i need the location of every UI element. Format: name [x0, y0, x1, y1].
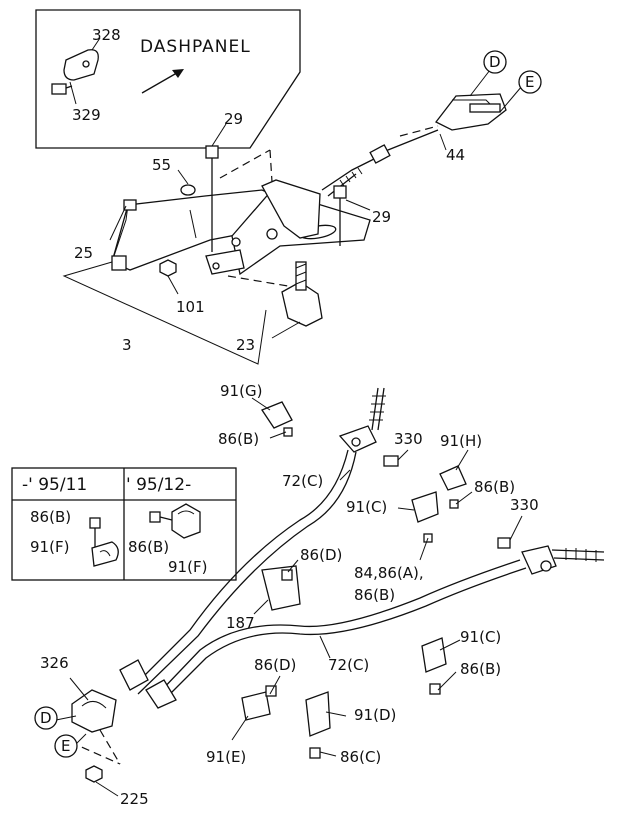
inset-header-late: ' 95/12- — [126, 475, 191, 495]
dashpanel-inset: DASHPANEL 328 329 — [35, 9, 301, 149]
inset-early-91f: 91(F) — [30, 538, 69, 556]
label-29-lower: 29 — [372, 208, 391, 226]
model-year-inset: -' 95/11 ' 95/12- 86(B) 91(F) 86(B) 91(F… — [11, 467, 237, 581]
label-86b-lower: 86(B) — [460, 660, 501, 678]
label-101: 101 — [176, 298, 205, 316]
label-91c-lower: 91(C) — [460, 628, 501, 646]
label-225: 225 — [120, 790, 149, 808]
label-86b-upper: 86(B) — [218, 430, 259, 448]
label-23: 23 — [236, 336, 255, 354]
label-91g: 91(G) — [220, 382, 262, 400]
label-55: 55 — [152, 156, 171, 174]
rear-cable-assembly: D E 91(G) 86(B) 330 91(H) 86(B) 330 72(C… — [34, 382, 605, 808]
dashpanel-title: DASHPANEL — [140, 37, 251, 57]
label-91h: 91(H) — [440, 432, 482, 450]
label-25: 25 — [74, 244, 93, 262]
label-3: 3 — [122, 336, 132, 354]
label-330-upper: 330 — [394, 430, 423, 448]
label-72c-upper: 72(C) — [282, 472, 323, 490]
inset-early-86b: 86(B) — [30, 508, 71, 526]
label-187: 187 — [226, 614, 255, 632]
label-72c-lower: 72(C) — [328, 656, 369, 674]
label-84-86a: 84,86(A), — [354, 564, 424, 582]
callout-D-bottom: D — [40, 709, 52, 727]
inset-late-91f: 91(F) — [168, 558, 207, 576]
label-86c: 86(C) — [340, 748, 381, 766]
label-86b-right: 86(B) — [474, 478, 515, 496]
inset-late-86b: 86(B) — [128, 538, 169, 556]
label-44: 44 — [446, 146, 465, 164]
label-86b-mid: 86(B) — [354, 586, 395, 604]
label-86d-upper: 86(D) — [300, 546, 342, 564]
callout-D-top: D — [489, 53, 501, 71]
label-91d: 91(D) — [354, 706, 396, 724]
lever-assembly: D E 29 55 25 44 29 101 3 23 — [62, 50, 542, 365]
callout-E-top: E — [525, 73, 534, 91]
label-86d-lower: 86(D) — [254, 656, 296, 674]
label-330-right: 330 — [510, 496, 539, 514]
label-328: 328 — [92, 26, 121, 44]
label-326: 326 — [40, 654, 69, 672]
label-329: 329 — [72, 106, 101, 124]
label-91e: 91(E) — [206, 748, 246, 766]
inset-header-early: -' 95/11 — [22, 475, 87, 495]
label-29-upper: 29 — [224, 110, 243, 128]
label-91c-upper: 91(C) — [346, 498, 387, 516]
callout-E-bottom: E — [61, 737, 70, 755]
